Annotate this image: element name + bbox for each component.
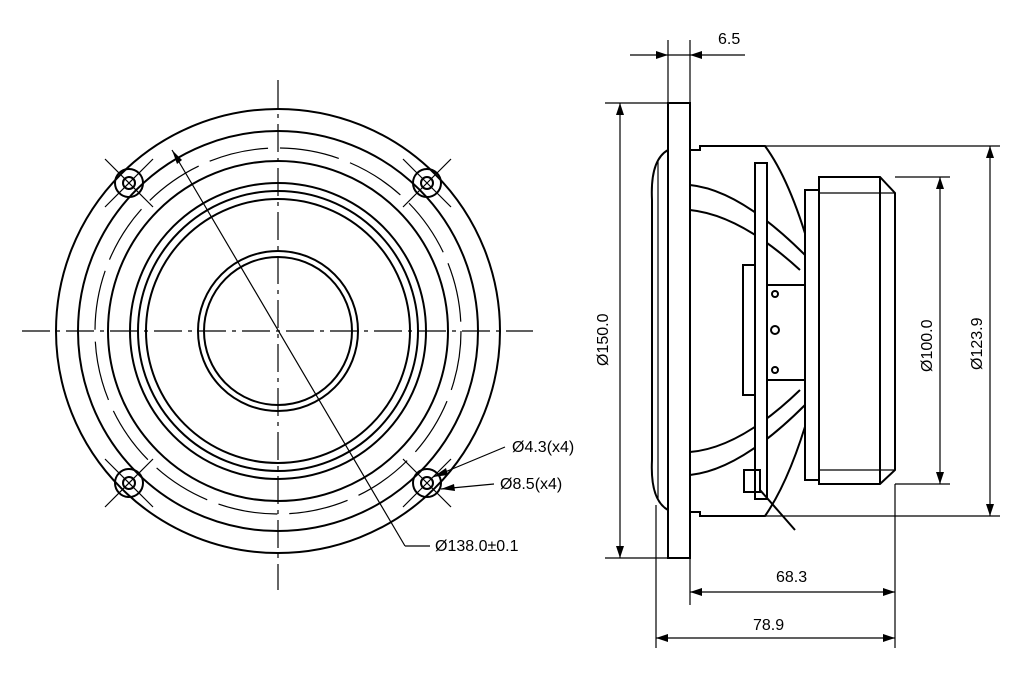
basket-diameter-label: Ø123.9 bbox=[969, 317, 986, 370]
outer-diameter-label: Ø150.0 bbox=[595, 313, 612, 366]
terminal-lead bbox=[759, 489, 796, 531]
mounting-hole-top-left bbox=[104, 158, 154, 208]
dust-cap-outer-ring bbox=[197, 250, 359, 412]
frame-front-lip bbox=[650, 149, 669, 511]
depth-label: 68.3 bbox=[776, 569, 807, 586]
terminal bbox=[743, 469, 761, 493]
frame-inner-ring bbox=[77, 130, 479, 532]
basket-rib bbox=[754, 162, 768, 500]
overall-depth-label: 78.9 bbox=[753, 617, 784, 634]
basket-upper-arm bbox=[690, 145, 811, 251]
bolt-circle bbox=[94, 147, 462, 515]
mounting-hole-top-right bbox=[402, 158, 452, 208]
dust-cap-inner-ring bbox=[203, 256, 353, 406]
bolt-circle-diameter-leader bbox=[171, 149, 406, 547]
small-hole-label: Ø4.3(x4) bbox=[512, 439, 574, 456]
large-hole-label: Ø8.5(x4) bbox=[500, 476, 562, 493]
mounting-hole-bottom-right bbox=[402, 458, 452, 508]
surround-outer-ring bbox=[107, 160, 449, 502]
cone-outer-ring bbox=[137, 190, 419, 472]
arrowhead bbox=[172, 150, 182, 164]
surround-inner-ring bbox=[129, 182, 427, 480]
bolt-circle-label: Ø138.0±0.1 bbox=[435, 538, 519, 555]
mounting-hole-bottom-left bbox=[104, 458, 154, 508]
top-plate bbox=[804, 189, 820, 481]
cone-inner-ring bbox=[145, 198, 411, 464]
spider-mount bbox=[742, 264, 756, 396]
mounting-flange bbox=[667, 102, 691, 559]
arrowhead bbox=[441, 484, 455, 491]
magnet-diameter-label: Ø100.0 bbox=[919, 319, 936, 372]
arrowhead bbox=[433, 468, 448, 477]
cone-back-lower-inner bbox=[689, 389, 801, 453]
frame-outer-ring bbox=[55, 108, 501, 554]
front-view: Ø4.3(x4) Ø8.5(x4) Ø138.0±0.1 bbox=[22, 80, 574, 590]
cone-back-lower bbox=[689, 404, 806, 476]
thickness-label: 6.5 bbox=[718, 31, 740, 48]
cone-back-upper bbox=[689, 184, 806, 256]
cone-back-upper-inner bbox=[689, 209, 801, 271]
side-view: 6.5 Ø150.0 Ø100.0 Ø123.9 68.3 bbox=[595, 31, 1000, 648]
magnet bbox=[818, 176, 896, 485]
basket-lower-arm bbox=[690, 409, 811, 517]
